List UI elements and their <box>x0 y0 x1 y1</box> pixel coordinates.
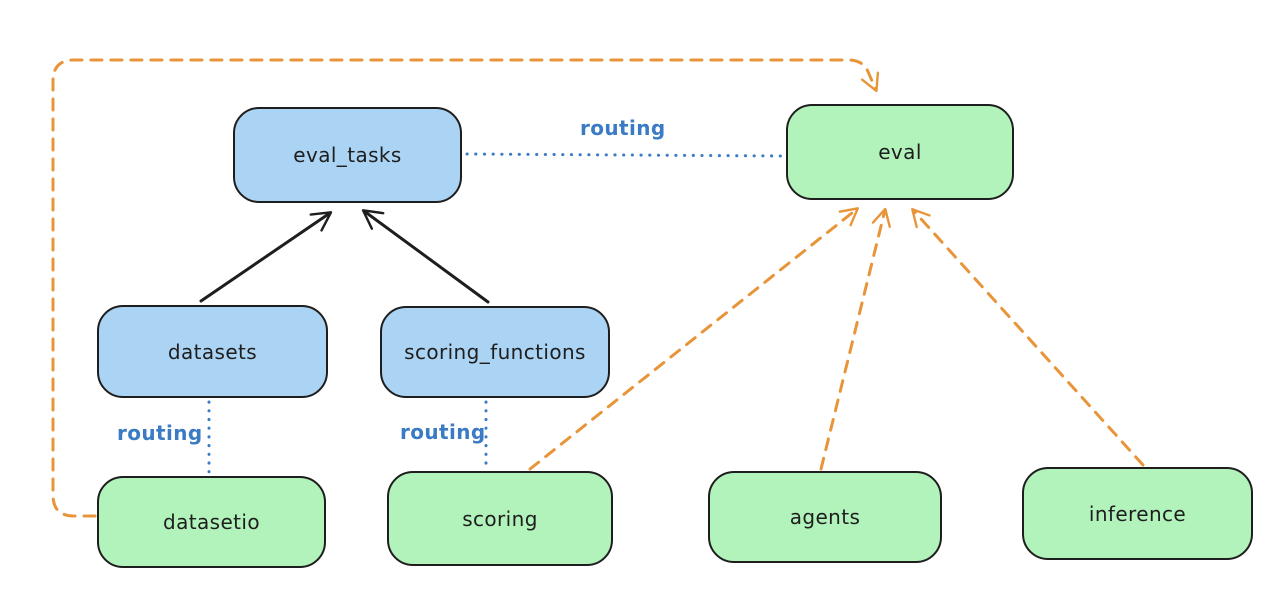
node-scoring: scoring <box>387 471 613 566</box>
edge-scoring-functions-to-eval-tasks <box>361 209 490 304</box>
node-agents: agents <box>708 471 942 563</box>
node-datasetio-label: datasetio <box>162 510 260 534</box>
node-scoring-functions-label: scoring_functions <box>404 340 586 364</box>
edge-label-routing-datasets-datasetio: routing <box>117 421 203 445</box>
node-datasetio: datasetio <box>97 476 326 568</box>
edge-label-routing-eval-tasks-eval: routing <box>580 116 666 140</box>
node-inference: inference <box>1022 467 1253 560</box>
edge-agents-to-eval <box>819 207 891 471</box>
node-scoring-label: scoring <box>462 506 538 531</box>
node-eval: eval <box>786 104 1014 200</box>
node-eval-tasks-label: eval_tasks <box>293 143 402 167</box>
edge-eval-tasks-to-eval-routing <box>465 152 785 158</box>
node-datasets-label: datasets <box>167 339 258 364</box>
node-inference-label: inference <box>1088 501 1187 526</box>
edge-scoring-to-eval <box>528 207 860 471</box>
node-eval-tasks: eval_tasks <box>233 107 462 203</box>
node-scoring-functions: scoring_functions <box>380 306 610 398</box>
edge-datasetio-to-eval <box>51 58 880 518</box>
node-agents-label: agents <box>789 505 861 529</box>
edge-inference-to-eval <box>911 208 1145 467</box>
edge-label-routing-scoring-functions-scoring: routing <box>400 420 486 444</box>
node-eval-label: eval <box>878 140 922 164</box>
edge-datasets-to-eval-tasks <box>199 211 333 303</box>
node-datasets: datasets <box>97 305 328 398</box>
